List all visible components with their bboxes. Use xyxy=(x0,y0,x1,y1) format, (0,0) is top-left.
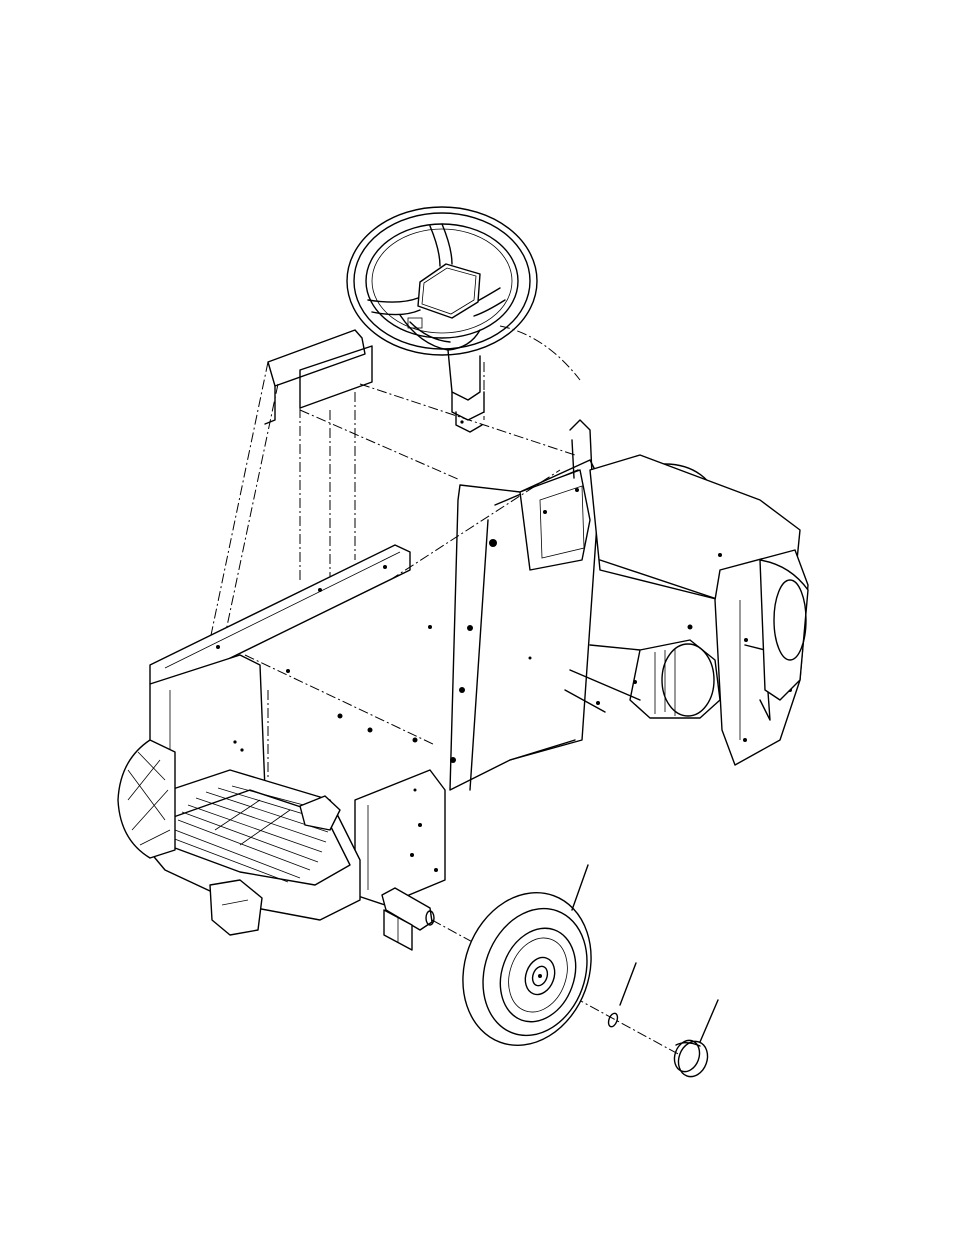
leader-retaining-ring xyxy=(620,963,636,1005)
hub-cap xyxy=(670,1037,712,1081)
steering-wheel xyxy=(347,207,537,355)
axle-stud xyxy=(382,888,434,950)
leader-hub-cap xyxy=(700,1000,718,1042)
retaining-ring xyxy=(607,1012,619,1028)
rear-wheel xyxy=(442,874,612,1063)
front-caster-wheel xyxy=(118,740,175,858)
drive-wheel xyxy=(760,560,808,700)
steering-column xyxy=(448,326,580,432)
callout-leaders xyxy=(572,865,718,1042)
leader-rear-wheel xyxy=(572,865,588,910)
